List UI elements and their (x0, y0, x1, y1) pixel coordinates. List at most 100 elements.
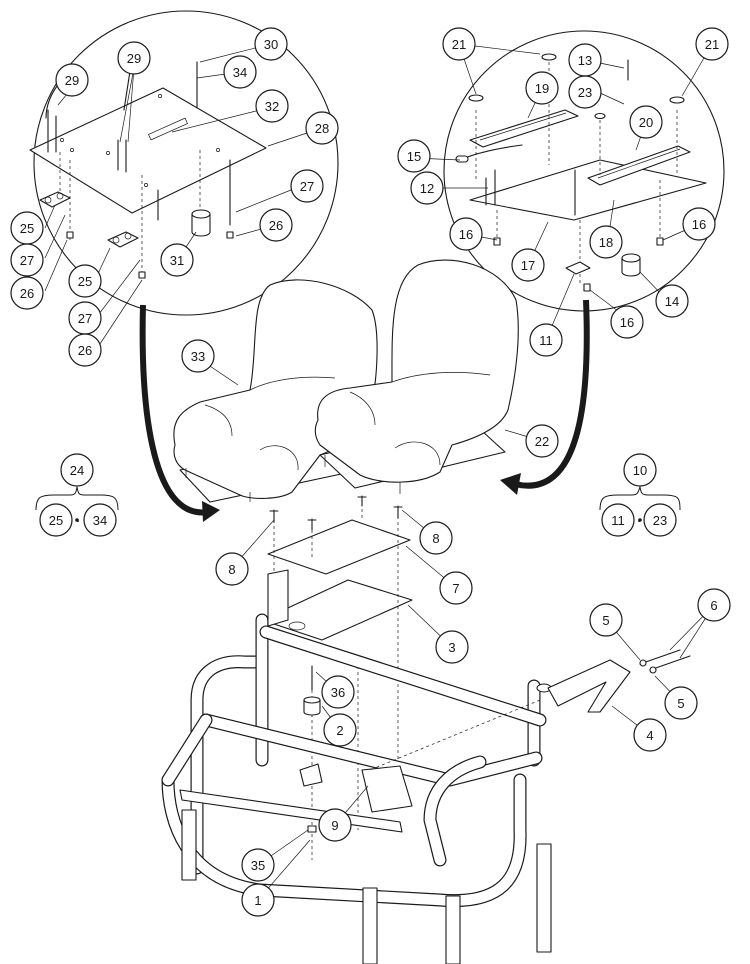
callout-label: 28 (315, 121, 329, 136)
callout-11a: 11 (529, 323, 563, 357)
frame-post (267, 569, 289, 627)
callout-label: 27 (300, 179, 314, 194)
callout-7: 7 (439, 571, 473, 605)
callout-label: 8 (432, 531, 439, 546)
callout-29b: 29 (55, 63, 89, 97)
callout-label: 9 (331, 818, 338, 833)
rubber-bumper (191, 209, 211, 237)
callout-35: 35 (241, 848, 275, 882)
callout-label: 34 (233, 65, 247, 80)
seat-pad-7 (267, 519, 411, 575)
callout-label: 2 (336, 723, 343, 738)
callout-label: 29 (65, 73, 79, 88)
callout-33: 33 (181, 339, 215, 373)
callout-21b: 21 (695, 27, 729, 61)
callout-5a: 5 (589, 603, 623, 637)
support-plate-hole (288, 621, 306, 631)
callout-25c: 25 (39, 503, 73, 537)
callout-label: 31 (170, 253, 184, 268)
seat-support-plate (261, 579, 413, 641)
callout-label: 21 (705, 37, 719, 52)
callout-label: 35 (251, 858, 265, 873)
callout-14: 14 (655, 284, 689, 318)
callout-label: 14 (665, 294, 679, 309)
callout-10: 10 (623, 453, 657, 487)
mounting-grommet (669, 96, 685, 104)
callout-label: 12 (420, 181, 434, 196)
group-range-end: 34 (93, 513, 107, 528)
callout-label: 13 (578, 53, 592, 68)
callout-5b: 5 (664, 686, 698, 720)
callout-22: 22 (525, 424, 559, 458)
callout-34a: 34 (223, 55, 257, 89)
callout-9: 9 (318, 808, 352, 842)
callout-8a: 8 (419, 521, 453, 555)
callout-label: 26 (20, 286, 34, 301)
callout-label: 6 (710, 598, 717, 613)
group-range-end: 23 (653, 513, 667, 528)
nut (493, 237, 501, 246)
callout-23b: 23 (643, 503, 677, 537)
callout-4: 4 (633, 718, 667, 752)
callout-label: 33 (191, 349, 205, 364)
callout-label: 26 (269, 218, 283, 233)
nut (138, 271, 146, 279)
callout-label: 19 (535, 81, 549, 96)
callout-label: 22 (535, 434, 549, 449)
callout-16a: 16 (449, 217, 483, 251)
callout-30: 30 (254, 27, 288, 61)
callout-label: 16 (459, 227, 473, 242)
callout-label: 4 (646, 728, 653, 743)
group-separator: · (76, 513, 80, 528)
callout-23a: 23 (568, 75, 602, 109)
group-parent-label: 24 (70, 463, 84, 478)
pin-rod (649, 655, 691, 671)
callout-25b: 25 (68, 264, 102, 298)
callout-6: 6 (697, 588, 731, 622)
callout-15: 15 (397, 139, 431, 173)
callout-24: 24 (60, 453, 94, 487)
callout-label: 17 (521, 258, 535, 273)
callout-label: 36 (331, 685, 345, 700)
pin-washer (639, 659, 647, 667)
callout-34b: 34 (83, 503, 117, 537)
callout-26a: 26 (259, 208, 293, 242)
pin-rod (639, 649, 681, 665)
callout-label: 16 (620, 315, 634, 330)
arrow-right-assembly (500, 299, 590, 495)
bracket-9 (361, 765, 413, 813)
bracket-plate (299, 763, 323, 787)
callout-20: 20 (629, 105, 663, 139)
callout-label: 20 (639, 115, 653, 130)
callout-label: 23 (578, 85, 592, 100)
group-brace-left (35, 486, 119, 522)
mounting-grommet (594, 112, 606, 120)
callout-label: 21 (452, 37, 466, 52)
plate-bolts (47, 61, 231, 226)
callout-label: 29 (127, 51, 141, 66)
callout-label: 5 (677, 696, 684, 711)
slide-rail-left (469, 109, 579, 148)
frame-legs (181, 809, 552, 964)
hinge-bracket-upper (39, 191, 71, 208)
callout-18: 18 (589, 225, 623, 259)
right-detail-view (443, 30, 725, 312)
callout-label: 27 (78, 311, 92, 326)
callout-label: 25 (78, 274, 92, 289)
callout-label: 16 (692, 217, 706, 232)
slide-hinge-bracket (565, 261, 591, 275)
callout-2: 2 (323, 713, 357, 747)
callout-27b: 27 (10, 243, 44, 277)
callout-label: 26 (78, 343, 92, 358)
callout-label: 27 (20, 253, 34, 268)
callout-17: 17 (511, 248, 545, 282)
callout-28: 28 (305, 111, 339, 145)
callout-label: 18 (599, 235, 613, 250)
callout-label: 3 (448, 640, 455, 655)
callout-29a: 29 (117, 41, 151, 75)
lever-handle (455, 155, 469, 163)
callout-label: 15 (407, 149, 421, 164)
callout-label: 30 (264, 37, 278, 52)
slide-bumper (621, 253, 641, 277)
